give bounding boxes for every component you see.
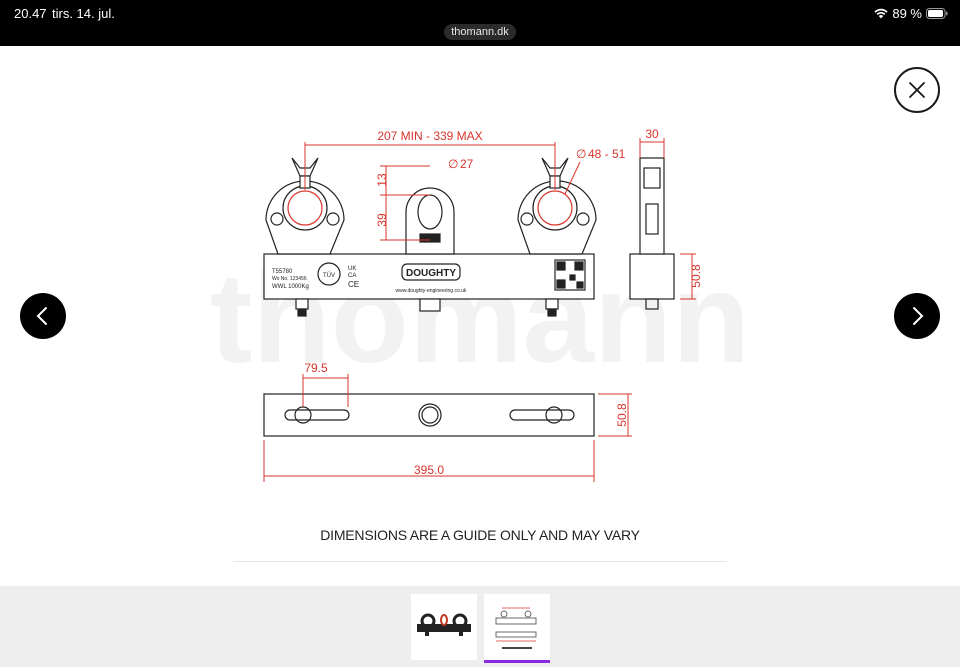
dim-height-bottom: 50.8 xyxy=(615,403,629,427)
status-time: 20.47 xyxy=(14,6,47,21)
wifi-icon xyxy=(874,8,888,19)
next-image-button[interactable] xyxy=(894,293,940,339)
side-view xyxy=(629,157,675,310)
plate-ce: CE xyxy=(348,280,359,289)
close-icon xyxy=(909,82,925,98)
dim-clamp-symbol: ∅ xyxy=(576,147,586,161)
plate-brand: DOUGHTY xyxy=(406,268,456,279)
divider xyxy=(233,561,727,562)
product-photo-thumbnail xyxy=(411,594,477,660)
battery-percent: 89 % xyxy=(892,6,922,21)
dim-clamp-range: 48 - 51 xyxy=(588,147,626,161)
dim-eye-height: 39 xyxy=(375,213,389,227)
plan-bar xyxy=(263,393,595,437)
status-date: tirs. 14. jul. xyxy=(52,6,115,21)
dim-top-gap: 13 xyxy=(375,173,389,187)
dim-width-side: 30 xyxy=(645,127,659,141)
dim-diameter-symbol: ∅ xyxy=(448,157,458,171)
dim-length: 395.0 xyxy=(414,463,444,477)
dim-hole-offset: 79.5 xyxy=(304,361,328,375)
technical-drawing: 207 MIN - 339 MAX 30 ∅ 27 ∅ 48 - 51 13 3… xyxy=(263,127,703,482)
thumbnail-product-photo[interactable] xyxy=(411,594,477,660)
plate-part-no: T55780 xyxy=(272,269,293,275)
dim-span: 207 MIN - 339 MAX xyxy=(377,129,482,143)
plate-uk: UK xyxy=(348,266,356,272)
plate-web: www.doughty-engineering.co.uk xyxy=(396,288,467,294)
chevron-right-icon xyxy=(913,307,924,325)
status-bar: 20.47 tirs. 14. jul. 89 % thomann.dk xyxy=(0,0,960,46)
plate-tuv: TÜV xyxy=(323,272,335,279)
plate-ca: CA xyxy=(348,273,356,279)
thumbnail-dimensions-drawing[interactable] xyxy=(484,594,550,660)
image-viewer xyxy=(0,46,960,586)
battery-icon xyxy=(926,8,948,19)
drawing-thumbnail xyxy=(484,594,550,660)
status-indicators: 89 % xyxy=(874,6,948,21)
plate-wo-no: Wo No. 123456 xyxy=(272,276,307,282)
plate-wwl: WWL 1000Kg xyxy=(272,284,309,290)
chevron-left-icon xyxy=(36,307,47,325)
previous-image-button[interactable] xyxy=(20,293,66,339)
active-thumbnail-indicator xyxy=(484,660,550,663)
eye-bolt xyxy=(405,187,455,255)
url-bar[interactable]: thomann.dk xyxy=(444,24,516,40)
close-button[interactable] xyxy=(894,67,940,113)
image-caption: DIMENSIONS ARE A GUIDE ONLY AND MAY VARY xyxy=(320,527,640,543)
thumbnail-strip xyxy=(0,586,960,667)
left-clamp xyxy=(265,157,345,255)
dim-bore: 27 xyxy=(460,157,474,171)
dim-height-side: 50.8 xyxy=(689,264,703,288)
right-clamp xyxy=(517,157,597,255)
url-text: thomann.dk xyxy=(451,26,509,38)
